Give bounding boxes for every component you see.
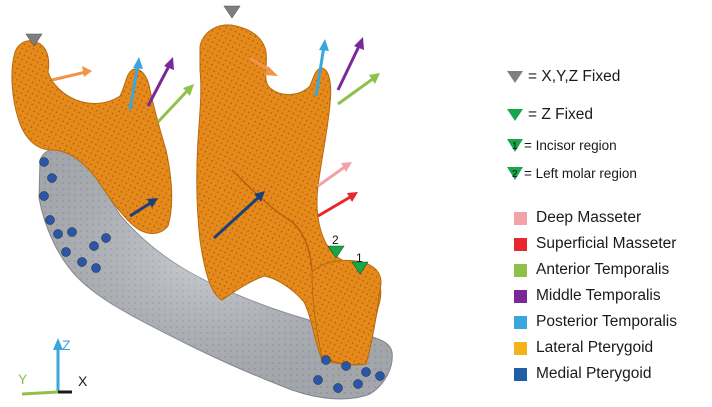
legend: = X,Y,Z Fixed = Z Fixed 1 = Incisor regi…	[506, 0, 712, 407]
middle-temporalis-label: Middle Temporalis	[536, 287, 661, 305]
anterior-temporalis-swatch	[514, 264, 527, 277]
medial-pterygoid-swatch	[514, 368, 527, 381]
fixed-xyz-marker-right	[224, 6, 240, 18]
svg-text:1: 1	[512, 141, 518, 152]
legend-left-molar-region-label: = Left molar region	[524, 166, 637, 181]
marker-label-2: 2	[332, 233, 339, 247]
lateral-pterygoid-swatch	[514, 342, 527, 355]
legend-incisor-region-label: = Incisor region	[524, 138, 617, 153]
medial-pterygoid-label: Medial Pterygoid	[536, 365, 651, 383]
arrow-superficial-masseter-right	[318, 196, 352, 216]
legend-z-fixed-label: = Z Fixed	[528, 106, 593, 124]
legend-incisor-region: 1 = Incisor region	[506, 137, 617, 153]
legend-posterior-temporalis: Posterior Temporalis	[514, 313, 677, 331]
y-axis-line	[22, 392, 58, 394]
arrow-anterior-temporalis-left	[158, 90, 188, 122]
legend-superficial-masseter: Superficial Masseter	[514, 235, 676, 253]
arrow-middle-temporalis-left	[148, 64, 170, 106]
x-axis-label: X	[78, 373, 88, 389]
legend-z-fixed: = Z Fixed	[506, 106, 593, 124]
superficial-masseter-label: Superficial Masseter	[536, 235, 676, 253]
legend-deep-masseter: Deep Masseter	[514, 209, 641, 227]
arrow-head	[82, 66, 92, 77]
triangle-green-2-icon: 2	[506, 165, 524, 181]
legend-xyz-fixed: = X,Y,Z Fixed	[506, 68, 620, 86]
legend-medial-pterygoid: Medial Pterygoid	[514, 365, 651, 383]
y-axis-label: Y	[18, 371, 28, 387]
marker-label-1: 1	[356, 251, 363, 265]
legend-middle-temporalis: Middle Temporalis	[514, 287, 661, 305]
arrow-deep-masseter-right	[318, 166, 346, 186]
triangle-green-1-icon: 1	[506, 137, 524, 153]
lateral-pterygoid-label: Lateral Pterygoid	[536, 339, 653, 357]
posterior-temporalis-label: Posterior Temporalis	[536, 313, 677, 331]
anterior-temporalis-label: Anterior Temporalis	[536, 261, 669, 279]
deep-masseter-swatch	[514, 212, 527, 225]
z-axis-label: Z	[62, 337, 71, 353]
svg-text:2: 2	[512, 169, 518, 180]
triangle-grey-icon	[506, 70, 524, 84]
arrow-middle-temporalis-right	[338, 44, 360, 90]
superficial-masseter-swatch	[514, 238, 527, 251]
arrow-lateral-pterygoid-left	[52, 72, 86, 80]
middle-temporalis-swatch	[514, 290, 527, 303]
triangle-green-icon	[506, 108, 524, 122]
legend-xyz-fixed-label: = X,Y,Z Fixed	[528, 68, 620, 86]
deep-masseter-label: Deep Masseter	[536, 209, 641, 227]
posterior-temporalis-swatch	[514, 316, 527, 329]
legend-lateral-pterygoid: Lateral Pterygoid	[514, 339, 653, 357]
legend-anterior-temporalis: Anterior Temporalis	[514, 261, 669, 279]
legend-left-molar-region: 2 = Left molar region	[506, 165, 637, 181]
coordinate-axes: Z X Y	[18, 337, 88, 394]
